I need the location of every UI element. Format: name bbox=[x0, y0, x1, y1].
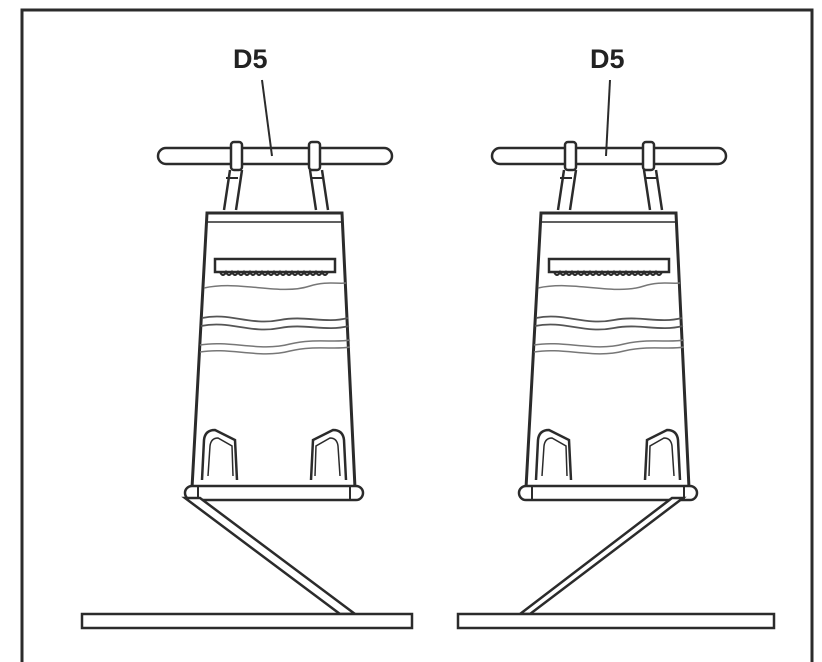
figure-frame bbox=[20, 8, 814, 662]
callout-label-left: D5 bbox=[233, 44, 268, 74]
floor-bar-left bbox=[80, 612, 414, 630]
floor-bar-right bbox=[456, 612, 776, 630]
callout-leader-right bbox=[605, 79, 611, 157]
callout-leader-left bbox=[261, 79, 273, 157]
callout-label-right: D5 bbox=[590, 44, 625, 74]
